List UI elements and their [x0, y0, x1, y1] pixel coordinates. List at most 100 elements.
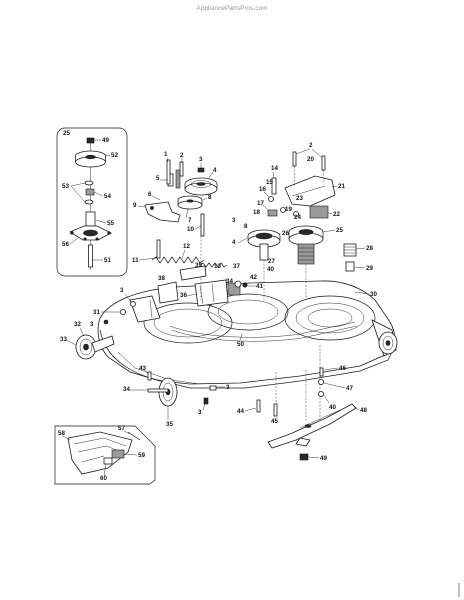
washer-23	[293, 211, 299, 217]
bolt-11	[156, 239, 161, 259]
callout-59: 59	[138, 452, 145, 459]
callout-54: 54	[104, 193, 111, 200]
callout-53: 53	[62, 183, 69, 190]
callout-40: 40	[267, 266, 274, 273]
callout-27: 27	[268, 258, 275, 265]
callout-7: 7	[188, 217, 192, 224]
callout-3-front: 3	[226, 384, 230, 391]
bracket-22	[309, 205, 329, 219]
callout-50: 50	[237, 341, 244, 348]
spindle-pulley-center	[247, 229, 281, 261]
callout-45: 45	[271, 418, 278, 425]
spacer-54	[85, 188, 95, 196]
drive-belt	[169, 321, 356, 338]
callout-25: 25	[336, 227, 343, 234]
callout-58: 58	[58, 430, 65, 437]
washer-40	[317, 390, 324, 397]
callout-12: 12	[183, 243, 190, 250]
spindle-pulley	[75, 150, 106, 168]
callout-34-center: 34	[226, 278, 233, 285]
callout-57: 57	[118, 425, 125, 432]
callout-38: 38	[158, 275, 165, 282]
callout-19: 19	[285, 206, 292, 213]
bracket-17	[267, 209, 278, 217]
callout-18: 18	[253, 209, 260, 216]
deck-bracket-left	[129, 295, 161, 323]
callout-15: 15	[266, 179, 273, 186]
bolt-1	[166, 159, 171, 185]
callout-32: 32	[74, 321, 81, 328]
gauge-wheel-front	[147, 377, 178, 407]
callout-51: 51	[104, 257, 111, 264]
callout-2: 2	[180, 152, 184, 159]
callout-labels: 1 2 3 4 5 6 7 8 9 10 11 12 13 14 15 16 1…	[60, 142, 377, 462]
inset-discharge-assembly: 58 57 59 60	[54, 425, 156, 485]
callout-25-inset: 25	[63, 130, 70, 137]
callout-31: 31	[93, 309, 100, 316]
bolt-46	[319, 367, 324, 377]
callout-20: 20	[307, 156, 314, 163]
spindle-pulley-right	[288, 225, 324, 265]
bolt-2-right-b	[321, 155, 326, 171]
callout-3-left: 3	[120, 287, 124, 294]
callout-55: 55	[107, 220, 114, 227]
callout-2-right: 2	[309, 142, 313, 149]
callout-49-inset: 49	[102, 137, 109, 144]
bolt-10	[200, 213, 205, 237]
callout-37: 37	[233, 263, 240, 270]
callout-22: 22	[333, 211, 340, 218]
callout-16: 16	[259, 186, 266, 193]
callout-39: 39	[195, 262, 202, 269]
callout-13: 13	[214, 263, 221, 270]
washer-47	[317, 378, 324, 385]
callout-10: 10	[187, 226, 194, 233]
bearing-lower	[84, 199, 94, 205]
nut-3-left	[130, 301, 136, 307]
height-adjust-spring	[343, 243, 357, 272]
callout-29: 29	[366, 265, 373, 272]
inset-frame-bottom	[54, 425, 156, 485]
callout-42: 42	[250, 274, 257, 281]
mower-blade	[267, 403, 357, 449]
washer-19	[280, 207, 286, 213]
callout-48: 48	[360, 407, 367, 414]
blade-adapter	[295, 437, 311, 447]
bracket-39	[179, 265, 207, 281]
callout-34: 34	[123, 386, 130, 393]
callout-6: 6	[148, 191, 152, 198]
deck-shell-top	[97, 280, 395, 385]
callout-52: 52	[111, 152, 118, 159]
callout-1: 1	[164, 151, 168, 158]
blade-well-left	[143, 302, 233, 344]
idler-arm-pulley	[144, 169, 203, 223]
washer-3-front	[209, 385, 217, 391]
bracket-38	[157, 281, 179, 304]
rod-57	[127, 431, 141, 441]
callout-56: 56	[62, 241, 69, 248]
blade-nut	[299, 453, 309, 461]
callout-8: 8	[208, 194, 212, 201]
bolt-2-right-a	[292, 151, 297, 167]
callout-3: 3	[199, 156, 203, 163]
callout-4: 4	[213, 167, 217, 174]
callout-4-center: 4	[232, 239, 236, 246]
bearing-upper	[84, 180, 94, 186]
callout-47: 47	[346, 385, 353, 392]
callout-36: 36	[180, 292, 187, 299]
callout-35: 35	[166, 421, 173, 428]
blade-well-right	[284, 295, 376, 341]
callout-3-center: 3	[232, 217, 236, 224]
callout-43: 43	[139, 365, 146, 372]
bolt-45	[273, 403, 278, 417]
callout-8-center: 8	[244, 223, 248, 230]
callout-11: 11	[132, 257, 139, 264]
gauge-wheel-left	[75, 334, 115, 360]
washer-16	[268, 196, 274, 202]
bolt-44	[256, 399, 261, 413]
tension-spring	[151, 256, 205, 264]
callout-60: 60	[100, 475, 107, 482]
callout-40-lower: 40	[329, 404, 336, 411]
callout-46: 46	[339, 365, 346, 372]
bracket-59	[111, 449, 125, 459]
